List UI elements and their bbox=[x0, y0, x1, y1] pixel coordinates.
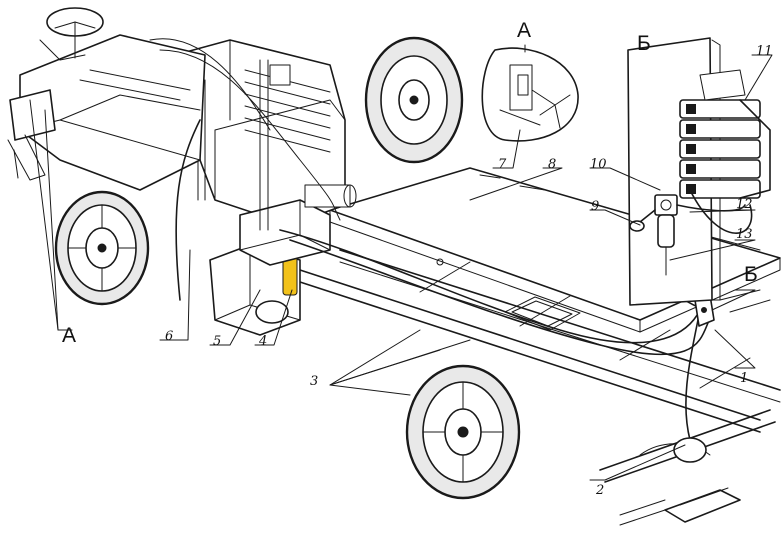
view-a-label-left: А bbox=[62, 324, 77, 347]
rear-lower-wheel bbox=[405, 364, 521, 500]
solenoid-valve-bank bbox=[679, 69, 771, 199]
rear-upper-wheel bbox=[364, 36, 464, 164]
callout-3: 3 bbox=[310, 374, 319, 389]
callout-5: 5 bbox=[213, 334, 222, 349]
callout-9: 9 bbox=[591, 199, 600, 214]
callout-12: 12 bbox=[736, 197, 753, 212]
front-left-wheel bbox=[54, 190, 150, 306]
steering-wheel bbox=[39, 7, 104, 61]
view-b-label-right: Б bbox=[744, 263, 758, 286]
callout-2: 2 bbox=[596, 483, 605, 498]
callout-1: 1 bbox=[740, 371, 749, 386]
filter-regulator bbox=[629, 194, 746, 276]
front-body bbox=[7, 34, 206, 191]
callout-8: 8 bbox=[548, 157, 557, 172]
valve-assembly bbox=[239, 59, 357, 266]
inset-a-detail bbox=[481, 47, 579, 142]
callout-6: 6 bbox=[165, 329, 174, 344]
callout-4: 4 bbox=[259, 334, 268, 349]
callout-11: 11 bbox=[756, 44, 773, 59]
callout-13: 13 bbox=[736, 227, 753, 242]
inset-b-panel bbox=[627, 37, 771, 306]
callout-7: 7 bbox=[498, 157, 507, 172]
pipelines bbox=[149, 38, 711, 441]
leader-lines bbox=[29, 44, 773, 481]
callout-10: 10 bbox=[590, 157, 607, 172]
view-a-inset-label: А bbox=[517, 19, 532, 42]
rear-step bbox=[619, 487, 741, 526]
view-b-inset-label: Б bbox=[637, 32, 651, 55]
